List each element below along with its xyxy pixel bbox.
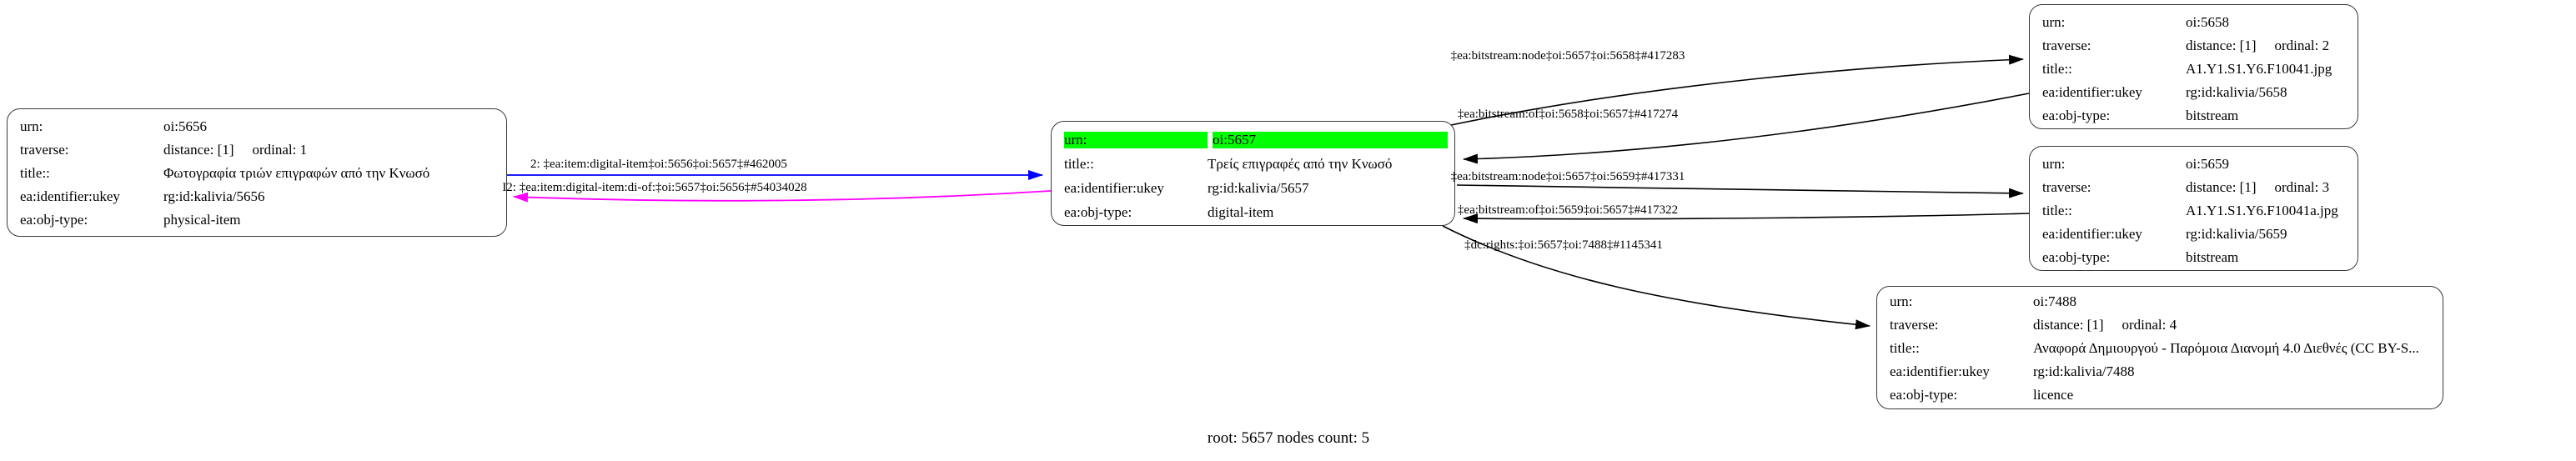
- edge-label-bitstream-node-5659: ‡ea:bitstream:node‡oi:5657‡oi:5659‡#4173…: [1450, 170, 1685, 183]
- field-label: title::: [2042, 203, 2072, 218]
- edge-label-bitstream-node-5658: ‡ea:bitstream:node‡oi:5657‡oi:5658‡#4172…: [1450, 49, 1685, 63]
- field-label: urn:: [2042, 156, 2066, 172]
- node-row: title:: A1.Y1.S1.Y6.F10041.jpg: [2042, 58, 2353, 81]
- field-value: A1.Y1.S1.Y6.F10041a.jpg: [2186, 203, 2338, 218]
- field-label: ea:identifier:ukey: [20, 188, 120, 204]
- edge-bitstream-node-5658: [1450, 54, 2024, 126]
- field-value: rg:id:kalivia/5658: [2186, 84, 2287, 100]
- graph-node-5659: urn: oi:5659 traverse: distance: [1] ord…: [2029, 146, 2358, 271]
- node-row: urn: oi:7488: [1890, 290, 2438, 313]
- field-value-ordinal: ordinal: 1: [252, 142, 308, 158]
- edge-label-digital-item-inverse: I2: ‡ea:item:digital-item:di-of:‡oi:5657…: [502, 181, 807, 194]
- edge-dc-rights-7488: [1442, 225, 1870, 330]
- field-value: distance: [1]: [2186, 38, 2257, 53]
- node-row: ea:obj-type: bitstream: [2042, 104, 2353, 128]
- field-label: traverse:: [20, 142, 69, 158]
- field-value-ordinal: ordinal: 3: [2274, 179, 2330, 195]
- field-label: urn:: [2042, 14, 2066, 30]
- node-row: traverse: distance: [1] ordinal: 3: [2042, 176, 2353, 199]
- field-value: A1.Y1.S1.Y6.F10041.jpg: [2186, 61, 2332, 77]
- edge-label-digital-item-forward: 2: ‡ea:item:digital-item‡oi:5656‡oi:5657…: [530, 158, 787, 171]
- node-row: title:: Τρείς επιγραφές από την Κνωσό: [1064, 152, 1449, 176]
- field-value: oi:5658: [2186, 14, 2229, 30]
- field-value: oi:5657: [1213, 131, 1448, 148]
- graph-node-5658: urn: oi:5658 traverse: distance: [1] ord…: [2029, 4, 2358, 129]
- node-row: traverse: distance: [1] ordinal: 2: [2042, 34, 2353, 58]
- field-label: urn:: [1064, 131, 1208, 148]
- field-label: ea:obj-type:: [20, 212, 88, 228]
- edge-bitstream-of-5659: [1463, 213, 2030, 224]
- node-row: ea:obj-type: licence: [1890, 383, 2438, 407]
- node-row: urn: oi:5656: [20, 115, 501, 138]
- graph-node-5657-root: urn: oi:5657 title:: Τρείς επιγραφές από…: [1051, 121, 1455, 226]
- field-value: bitstream: [2186, 249, 2239, 265]
- field-value: rg:id:kalivia/5657: [1208, 179, 1309, 196]
- edge-label-bitstream-of-5659: ‡ea:bitstream:of‡oi:5659‡oi:5657‡#417322: [1457, 203, 1679, 217]
- field-label: title::: [1890, 340, 1920, 356]
- graph-footer-label: root: 5657 nodes count: 5: [1207, 429, 1370, 447]
- field-value: bitstream: [2186, 108, 2239, 123]
- node-row: ea:identifier:ukey rg:id:kalivia/5656: [20, 185, 501, 208]
- field-label: traverse:: [1890, 317, 1939, 333]
- field-label: title::: [1064, 155, 1094, 172]
- field-label: ea:obj-type:: [2042, 108, 2111, 123]
- field-label: ea:obj-type:: [1064, 203, 1132, 220]
- field-label: title::: [2042, 61, 2072, 77]
- node-row: ea:obj-type: digital-item: [1064, 200, 1449, 224]
- field-value: digital-item: [1208, 203, 1274, 220]
- field-value: physical-item: [163, 212, 241, 228]
- node-row: urn: oi:5659: [2042, 153, 2353, 176]
- field-value: distance: [1]: [2186, 179, 2257, 195]
- field-label: ea:identifier:ukey: [1890, 363, 1990, 379]
- field-value-ordinal: ordinal: 2: [2274, 38, 2330, 53]
- edge-label-dc-rights-7488: ‡dc:rights:‡oi:5657‡oi:7488‡#1145341: [1464, 238, 1663, 252]
- graph-node-7488: urn: oi:7488 traverse: distance: [1] ord…: [1876, 286, 2443, 409]
- field-label: ea:identifier:ukey: [2042, 84, 2142, 100]
- field-value-ordinal: ordinal: 4: [2122, 317, 2177, 333]
- field-label: ea:identifier:ukey: [1064, 179, 1164, 196]
- field-value: distance: [1]: [163, 142, 234, 158]
- node-row: traverse: distance: [1] ordinal: 1: [20, 138, 501, 162]
- field-value: Τρείς επιγραφές από την Κνωσό: [1208, 155, 1393, 172]
- field-value: licence: [2033, 387, 2074, 403]
- field-label: title::: [20, 165, 50, 181]
- edge-bitstream-of-5658: [1463, 93, 2030, 164]
- field-value: oi:5659: [2186, 156, 2229, 172]
- node-row: ea:identifier:ukey rg:id:kalivia/5659: [2042, 223, 2353, 246]
- node-row: title:: Φωτογραφία τριών επιγραφών από τ…: [20, 162, 501, 185]
- node-row: title:: Αναφορά Δημιουργού - Παρόμοια Δι…: [1890, 337, 2438, 360]
- field-value: rg:id:kalivia/7488: [2033, 363, 2135, 379]
- node-row: ea:identifier:ukey rg:id:kalivia/5657: [1064, 176, 1449, 200]
- field-label: ea:identifier:ukey: [2042, 226, 2142, 242]
- field-label: traverse:: [2042, 179, 2091, 195]
- field-label: ea:obj-type:: [1890, 387, 1958, 403]
- edge-label-bitstream-of-5658: ‡ea:bitstream:of‡oi:5658‡oi:5657‡#417274: [1457, 108, 1679, 121]
- edge-bitstream-node-5659: [1456, 184, 2024, 198]
- graph-node-5656: urn: oi:5656 traverse: distance: [1] ord…: [7, 108, 507, 237]
- field-label: traverse:: [2042, 38, 2091, 53]
- field-value: oi:5656: [163, 118, 207, 134]
- field-value: Φωτογραφία τριών επιγραφών από την Κνωσό: [163, 165, 430, 181]
- node-row-highlighted: urn: oi:5657: [1064, 128, 1448, 152]
- edge-digital-item-inverse: [513, 190, 1052, 203]
- node-row: title:: A1.Y1.S1.Y6.F10041a.jpg: [2042, 199, 2353, 223]
- node-row: ea:identifier:ukey rg:id:kalivia/7488: [1890, 360, 2438, 383]
- node-row: ea:obj-type: physical-item: [20, 208, 501, 232]
- field-value: rg:id:kalivia/5656: [163, 188, 265, 204]
- field-value: rg:id:kalivia/5659: [2186, 226, 2287, 242]
- field-value: distance: [1]: [2033, 317, 2104, 333]
- field-label: urn:: [20, 118, 43, 134]
- node-row: ea:obj-type: bitstream: [2042, 246, 2353, 269]
- field-value: Αναφορά Δημιουργού - Παρόμοια Διανομή 4.…: [2033, 340, 2419, 356]
- node-row: traverse: distance: [1] ordinal: 4: [1890, 313, 2438, 337]
- node-row: urn: oi:5658: [2042, 11, 2353, 34]
- field-value: oi:7488: [2033, 293, 2076, 309]
- field-label: urn:: [1890, 293, 1913, 309]
- field-label: ea:obj-type:: [2042, 249, 2111, 265]
- node-row: ea:identifier:ukey rg:id:kalivia/5658: [2042, 81, 2353, 104]
